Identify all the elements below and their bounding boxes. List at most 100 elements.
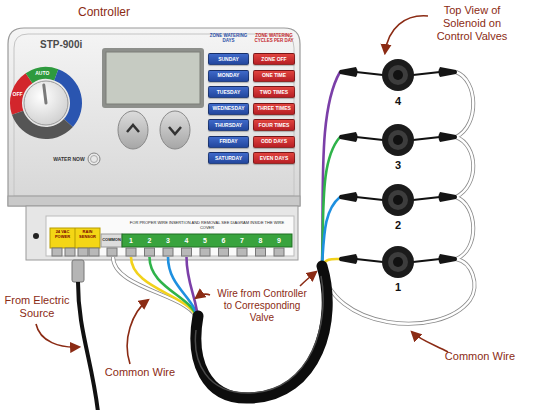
button-label: ODD DAYS [261, 139, 287, 144]
button-label: SATURDAY [215, 156, 242, 161]
callout-arrows [36, 16, 448, 364]
controller-bezel [14, 34, 294, 196]
faceplate [10, 48, 204, 165]
button-label: WEDNESDAY [212, 106, 244, 111]
solenoid-lead [413, 72, 440, 75]
terminal-panel [46, 216, 294, 256]
dial-knob [24, 81, 68, 125]
callout-label: Common Wire [440, 350, 520, 363]
solenoid-lead [413, 197, 440, 200]
up-chevron [127, 125, 139, 132]
terminal-number: 5 [200, 237, 210, 245]
solenoid-core [393, 195, 403, 205]
water-now-button-ring [91, 156, 98, 163]
watering-cycle-button: ODD DAYS [253, 136, 295, 148]
wire-nut [439, 254, 458, 264]
solenoid-top [382, 124, 414, 156]
callout-arrow [300, 272, 316, 286]
terminal-screw [89, 248, 99, 256]
button-label: FRIDAY [219, 139, 237, 144]
terminal-number: 3 [163, 237, 173, 245]
callout-arrow [412, 332, 448, 352]
callout-arrow [385, 16, 428, 53]
terminal-label: 24 VAC POWER [51, 230, 74, 239]
button-label: TWO TIMES [260, 90, 288, 95]
common-wire-outline [456, 137, 473, 197]
solenoid-ring [388, 190, 408, 210]
wire-nut [339, 192, 358, 202]
controller-body [8, 28, 300, 206]
terminal-screw [78, 248, 88, 256]
terminal-screw [126, 248, 136, 256]
zone-terminal-strip [122, 234, 292, 247]
lcd-screen [106, 52, 200, 104]
terminal-divider [75, 228, 76, 248]
terminal-screw [200, 248, 210, 256]
terminal-number: 2 [145, 237, 155, 245]
solenoid-top [382, 59, 414, 91]
common-wire-outline [322, 72, 474, 324]
zone-header: ZONE WATERING DAYS [208, 33, 249, 43]
solenoid-core [393, 70, 403, 80]
terminal-label: COMMON [101, 238, 122, 243]
terminal-screw [237, 248, 247, 256]
callout-arrow [36, 324, 79, 347]
wire-nut [439, 67, 458, 77]
solenoid-lead [356, 259, 383, 262]
terminal-screw [163, 248, 173, 256]
callout-label: Common Wire [100, 366, 180, 379]
terminal-number: 1 [126, 237, 136, 245]
solenoid [339, 124, 457, 156]
terminal-screw [256, 248, 266, 256]
wire-nut [339, 132, 358, 142]
valve-number: 3 [393, 159, 403, 172]
callout-label: Top View of Solenoid on Control Valves [430, 4, 514, 44]
button-label: ZONE OFF [261, 57, 286, 62]
solenoid-lead [356, 197, 383, 200]
common-wire-outline [456, 72, 473, 137]
common-wire [456, 72, 473, 137]
watering-day-button: MONDAY [208, 70, 249, 82]
terminal-number: 9 [274, 237, 284, 245]
button-label: ONE TIME [262, 73, 286, 78]
dial-label: OFF [8, 91, 28, 97]
power-plug [72, 260, 84, 282]
callout-label: From Electric Source [2, 294, 72, 320]
common-wire-outline [113, 257, 198, 322]
callout-arrow [127, 300, 148, 364]
power-cord [78, 282, 98, 410]
zone-wire [322, 197, 340, 266]
button-label: TUESDAY [217, 90, 240, 95]
model-name: STP-900i [40, 39, 82, 51]
callout-label: Wire from Controller to Corresponding Va… [212, 288, 312, 324]
wire-nut [439, 192, 458, 202]
wire-nut [439, 132, 458, 142]
terminal-number: 6 [219, 237, 229, 245]
solenoid-lead [356, 137, 383, 140]
water-now-button [88, 153, 100, 165]
common-wire [456, 197, 473, 259]
terminal-compartment [26, 206, 298, 260]
wiring-note: FOR PROPER WIRE INSERTION AND REMOVAL SE… [124, 221, 290, 230]
common-wire-outline [456, 197, 473, 259]
watering-day-button: TUESDAY [208, 86, 249, 98]
solenoid-ring [388, 130, 408, 150]
controller-housing: ControllerSTP-900iSUNDAYMONDAYTUESDAYWED… [8, 28, 300, 206]
terminal-number: 7 [237, 237, 247, 245]
button-label: SUNDAY [218, 57, 239, 62]
solenoid [339, 246, 457, 278]
button-label: FOUR TIMES [259, 123, 290, 128]
terminal-screw [182, 248, 192, 256]
zone-wire [322, 137, 340, 266]
watering-day-button: WEDNESDAY [208, 103, 249, 115]
watering-cycle-button: ZONE OFF [253, 53, 295, 65]
zone-wire [131, 257, 198, 322]
button-label: THREE TIMES [257, 106, 291, 111]
terminal-label: RAIN SENSOR [76, 230, 99, 239]
button-caption: WATER NOW [52, 156, 86, 162]
solenoid-ring [388, 252, 408, 272]
solenoid-top [382, 184, 414, 216]
watering-cycle-button: FOUR TIMES [253, 119, 295, 131]
